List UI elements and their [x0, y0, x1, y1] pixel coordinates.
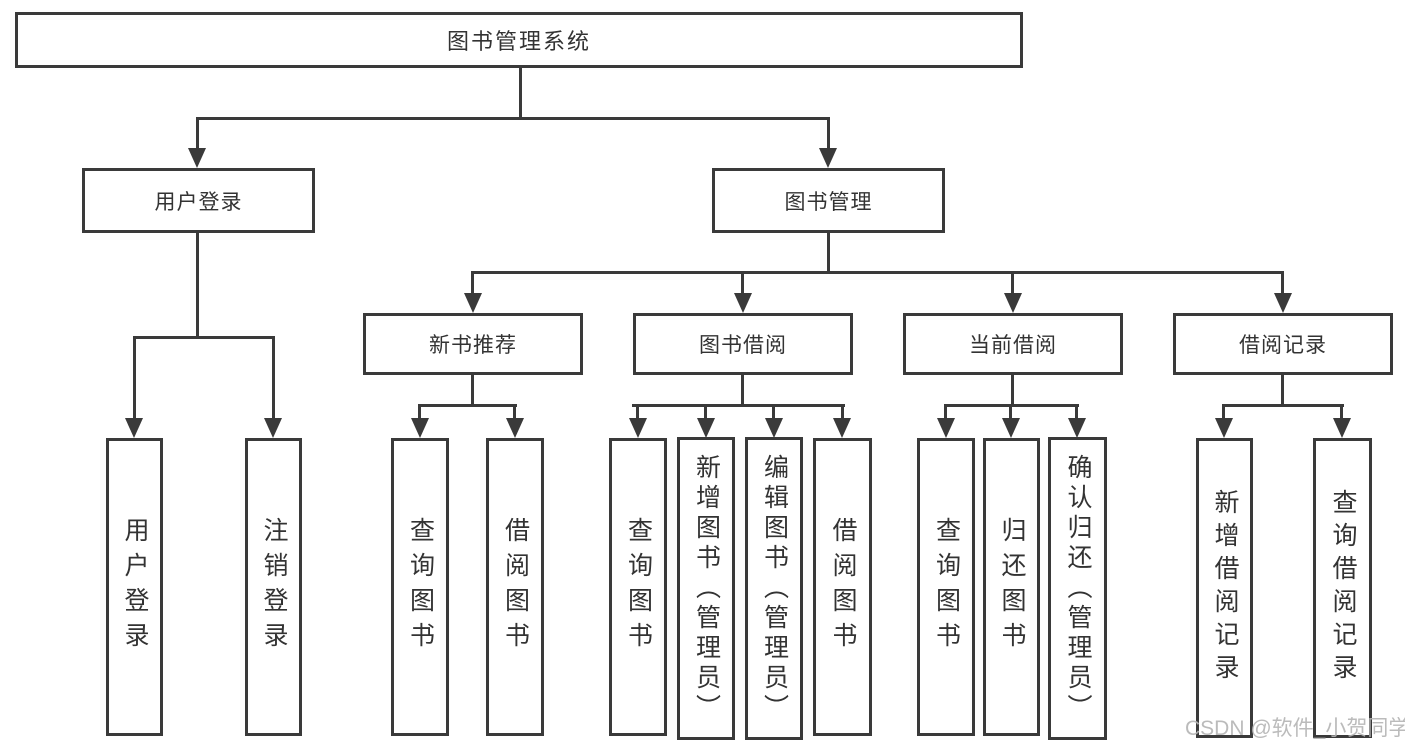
- connector-drop-cb-query: [944, 404, 947, 420]
- node-current-borrow: 当前借阅: [903, 313, 1123, 375]
- node-bb-query-books-label: 查询图书: [624, 517, 653, 657]
- node-borrow-records-label: 借阅记录: [1239, 334, 1327, 357]
- arrowhead-book-borrow: [734, 293, 752, 313]
- connector-book-borrow-rail: [632, 404, 845, 407]
- arrowhead-current-borrow: [1004, 293, 1022, 313]
- node-bb-add-books-label: 新增图书（管理员）: [692, 453, 721, 724]
- node-cb-confirm-return: 确认归还（管理员）: [1048, 437, 1107, 740]
- arrowhead-bb-query: [629, 418, 647, 438]
- node-cb-confirm-return-label: 确认归还（管理员）: [1064, 453, 1092, 724]
- connector-borrow-records-rail: [1223, 404, 1344, 407]
- connector-new-books-rail: [419, 404, 517, 407]
- node-bb-edit-books-label: 编辑图书（管理员）: [760, 453, 789, 724]
- node-new-books: 新书推荐: [363, 313, 583, 375]
- node-br-query-record: 查询借阅记录: [1313, 438, 1372, 738]
- connector-drop-book-borrow: [741, 271, 744, 295]
- node-root: 图书管理系统: [15, 12, 1023, 68]
- arrowhead-br-add: [1215, 418, 1233, 438]
- arrowhead-cb-confirm: [1068, 418, 1086, 438]
- node-bb-edit-books: 编辑图书（管理员）: [745, 437, 803, 740]
- connector-book-mgmt-drop: [827, 233, 830, 273]
- connector-drop-login-item: [133, 336, 136, 420]
- node-user-login-label: 用户登录: [154, 190, 243, 214]
- node-book-borrow: 图书借阅: [633, 313, 853, 375]
- arrowhead-login-item: [125, 418, 143, 438]
- connector-drop-borrow-records: [1281, 271, 1284, 295]
- connector-drop-new-books: [471, 271, 474, 295]
- arrowhead-nb-query: [411, 418, 429, 438]
- connector-drop-logout: [272, 336, 275, 420]
- connector-drop-cb-return: [1009, 404, 1012, 420]
- connector-drop-nb-query: [418, 404, 421, 420]
- arrowhead-nb-borrow: [506, 418, 524, 438]
- connector-book-borrow-drop: [741, 375, 744, 407]
- arrowhead-bb-edit: [765, 418, 783, 438]
- arrowhead-book-mgmt: [819, 148, 837, 168]
- node-current-borrow-label: 当前借阅: [969, 334, 1057, 357]
- arrowhead-br-query: [1333, 418, 1351, 438]
- node-bb-borrow-books-label: 借阅图书: [829, 517, 857, 657]
- connector-drop-cb-confirm: [1075, 404, 1078, 420]
- connector-drop-bb-query: [636, 404, 639, 420]
- arrowhead-bb-add: [697, 418, 715, 438]
- connector-drop-bb-borrow: [841, 404, 844, 420]
- node-br-add-record: 新增借阅记录: [1196, 438, 1253, 738]
- node-logout-label: 注销登录: [260, 517, 288, 657]
- connector-drop-current-borrow: [1011, 271, 1014, 295]
- node-nb-query-books: 查询图书: [391, 438, 449, 736]
- node-user-login: 用户登录: [82, 168, 315, 233]
- connector-new-books-drop: [471, 375, 474, 407]
- connector-drop-br-add: [1222, 404, 1225, 420]
- arrowhead-cb-return: [1002, 418, 1020, 438]
- node-cb-return-books-label: 归还图书: [998, 517, 1026, 657]
- connector-drop-nb-borrow: [513, 404, 516, 420]
- node-nb-borrow-books: 借阅图书: [486, 438, 544, 736]
- arrowhead-user-login: [188, 148, 206, 168]
- connector-level2-rail: [196, 117, 829, 120]
- node-book-mgmt-label: 图书管理: [784, 190, 873, 214]
- node-root-label: 图书管理系统: [446, 29, 591, 54]
- node-nb-query-books-label: 查询图书: [406, 517, 435, 657]
- node-bb-query-books: 查询图书: [609, 438, 667, 736]
- connector-level3-rail: [472, 271, 1284, 274]
- node-book-borrow-label: 图书借阅: [699, 334, 787, 357]
- node-book-mgmt: 图书管理: [712, 168, 945, 233]
- node-new-books-label: 新书推荐: [429, 334, 517, 357]
- node-br-add-record-label: 新增借阅记录: [1211, 489, 1239, 687]
- node-logout: 注销登录: [245, 438, 302, 736]
- connector-borrow-records-drop: [1281, 375, 1284, 407]
- node-br-query-record-label: 查询借阅记录: [1329, 489, 1357, 687]
- arrowhead-new-books: [464, 293, 482, 313]
- connector-drop-bb-edit: [772, 404, 775, 420]
- connector-drop-bb-add: [704, 404, 707, 420]
- node-bb-add-books: 新增图书（管理员）: [677, 437, 735, 740]
- connector-current-borrow-rail: [945, 404, 1079, 407]
- node-bb-borrow-books: 借阅图书: [813, 438, 872, 736]
- arrowhead-bb-borrow: [833, 418, 851, 438]
- csdn-watermark: CSDN @软件_小贺同学: [1185, 717, 1405, 740]
- connector-root-drop: [519, 66, 522, 118]
- node-user-login-item: 用户登录: [106, 438, 163, 736]
- arrowhead-borrow-records: [1274, 293, 1292, 313]
- connector-current-borrow-drop: [1011, 375, 1014, 407]
- node-cb-query-books: 查询图书: [917, 438, 975, 736]
- connector-user-login-drop: [196, 233, 199, 337]
- node-cb-query-books-label: 查询图书: [932, 517, 961, 657]
- node-nb-borrow-books-label: 借阅图书: [501, 517, 530, 657]
- node-user-login-item-label: 用户登录: [121, 517, 149, 657]
- connector-drop-user-login: [196, 117, 199, 150]
- node-borrow-records: 借阅记录: [1173, 313, 1393, 375]
- connector-drop-br-query: [1340, 404, 1343, 420]
- connector-user-login-rail: [133, 336, 275, 339]
- connector-drop-book-mgmt: [827, 117, 830, 150]
- arrowhead-cb-query: [937, 418, 955, 438]
- node-cb-return-books: 归还图书: [983, 438, 1040, 736]
- arrowhead-logout: [264, 418, 282, 438]
